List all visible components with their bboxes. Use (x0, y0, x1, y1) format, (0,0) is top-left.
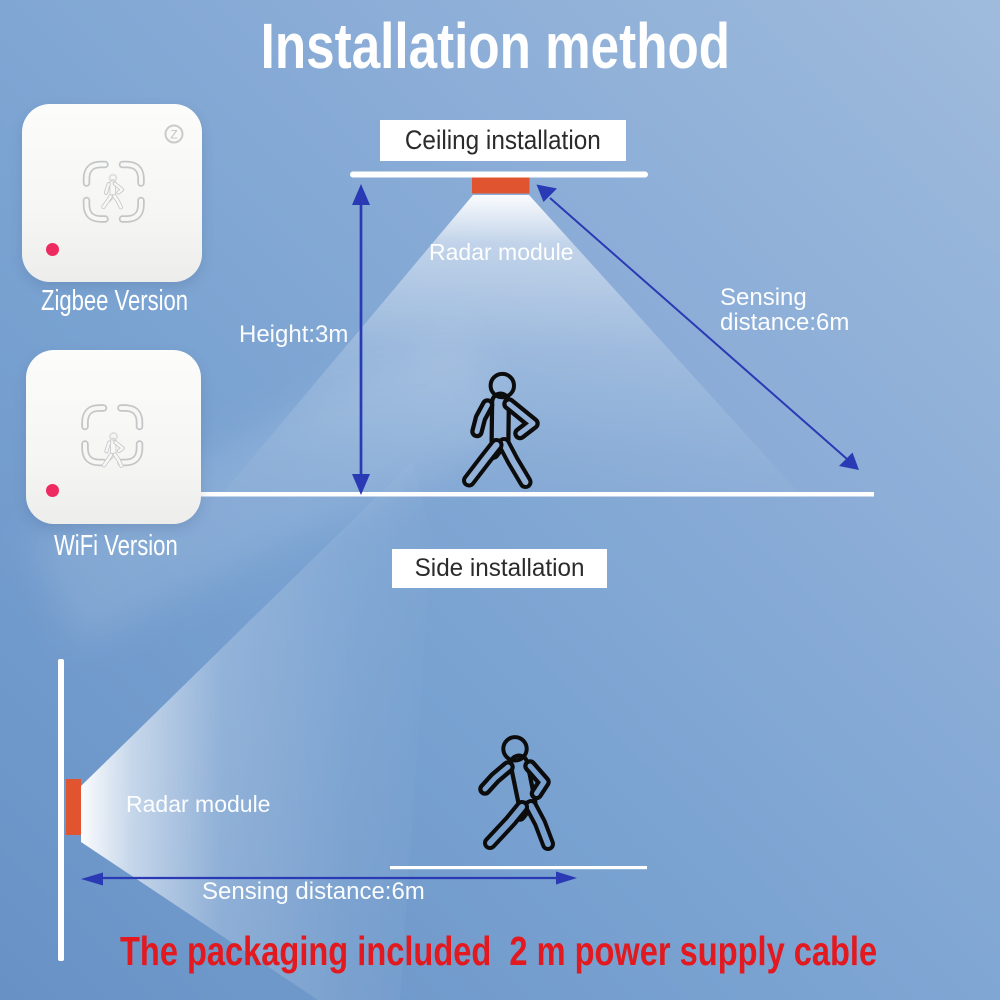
svg-text:Z: Z (170, 128, 177, 142)
